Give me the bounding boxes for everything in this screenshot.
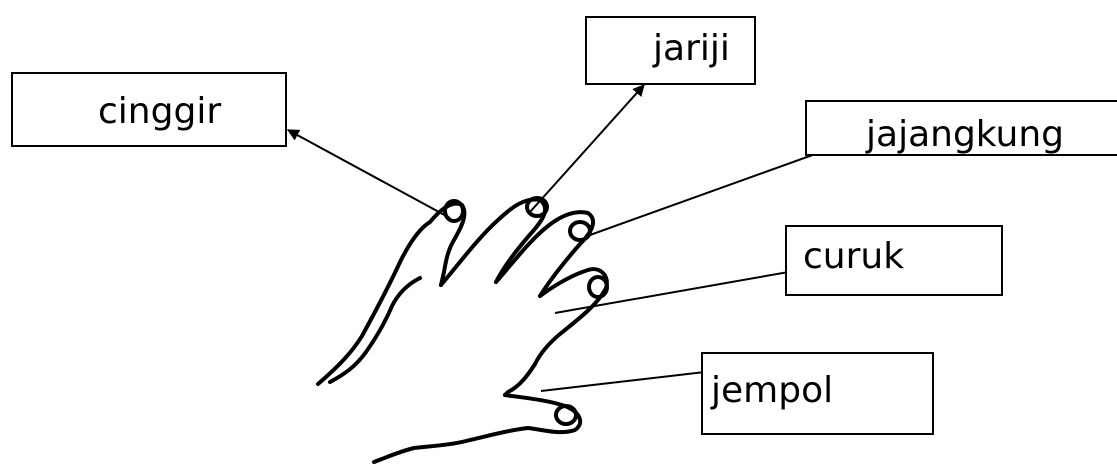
arrow-cinggir	[286, 129, 451, 219]
label-jariji: jariji	[653, 28, 730, 69]
label-box-jajangkung	[805, 100, 1117, 156]
label-box-jariji	[585, 16, 756, 85]
hand-outline	[316, 196, 609, 464]
label-jajangkung: jajangkung	[866, 114, 1065, 155]
label-box-cinggir	[11, 72, 287, 147]
label-jempol: jempol	[711, 370, 834, 411]
label-cinggir: cinggir	[98, 91, 222, 132]
label-box-curuk	[785, 225, 1003, 296]
label-box-jempol	[701, 352, 934, 435]
label-curuk: curuk	[803, 236, 905, 277]
arrow-jempol	[540, 365, 724, 392]
arrow-jariji	[529, 84, 645, 213]
arrow-curuk	[554, 265, 802, 314]
